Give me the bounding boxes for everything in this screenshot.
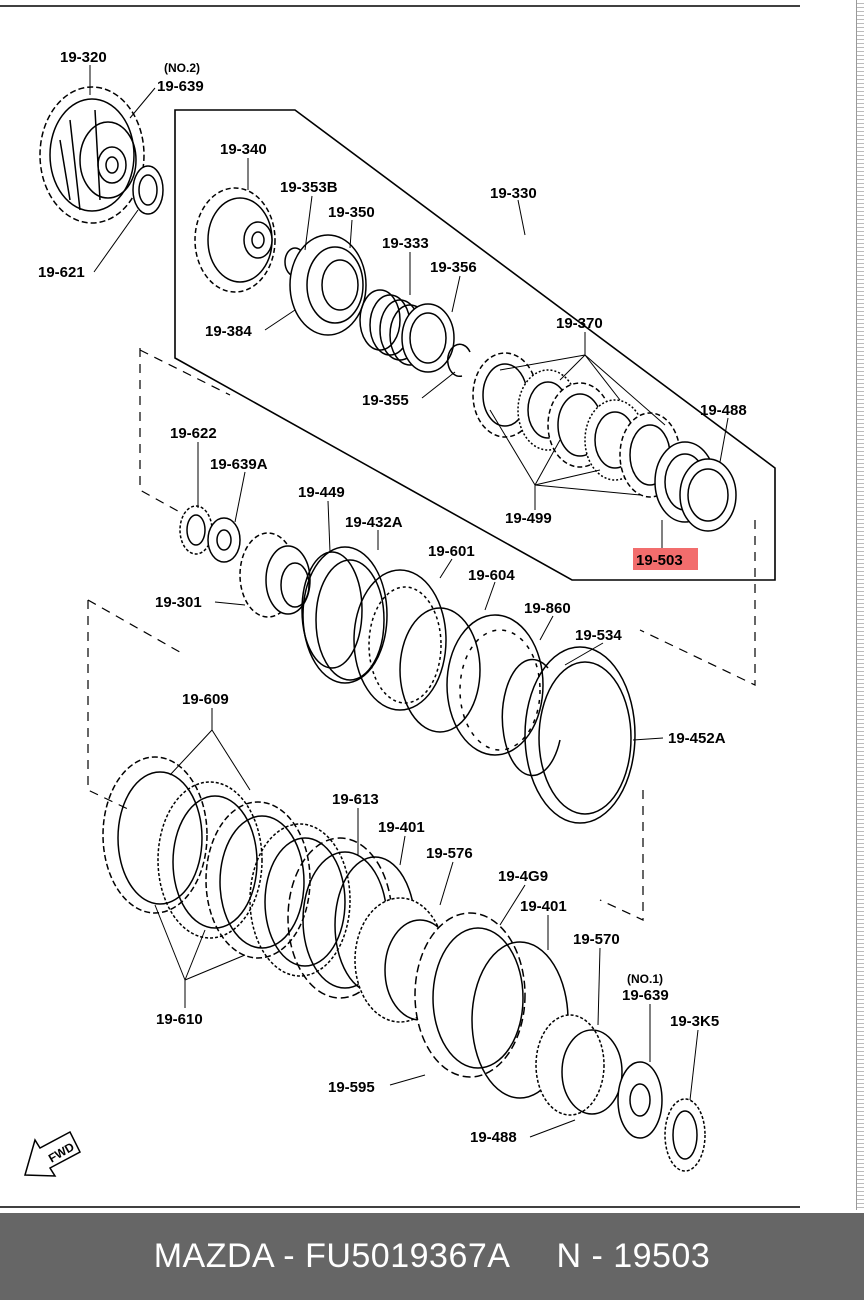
label-19-449: 19-449: [298, 484, 345, 501]
part-19-432a: [302, 546, 388, 684]
part-19-639-no1: [617, 1061, 663, 1139]
dashed-guide-right: [639, 520, 756, 686]
part-19-370-19-499-pack: [472, 352, 681, 498]
label-19-639-bottom: 19-639: [622, 987, 669, 1004]
label-19-503: 19-503: [636, 552, 683, 569]
label-19-610: 19-610: [156, 1011, 203, 1028]
label-19-860: 19-860: [524, 600, 571, 617]
part-19-350: [289, 234, 367, 336]
dashed-guide-left-lower: [87, 600, 131, 811]
scan-edge: [856, 0, 864, 1210]
part-19-4g9: [414, 912, 526, 1078]
part-19-356: [401, 303, 455, 373]
part-19-601: [353, 569, 447, 711]
dashed-guide-left-upper: [139, 348, 186, 516]
part-19-452a: [524, 646, 636, 824]
part-19-604: [399, 607, 481, 733]
label-19-356: 19-356: [430, 259, 477, 276]
label-19-576: 19-576: [426, 845, 473, 862]
leader-lines: [89, 65, 729, 1138]
label-19-340: 19-340: [220, 141, 267, 158]
dashed-guide-top-lower: [87, 599, 186, 656]
part-19-639-no2: [132, 165, 164, 215]
part-19-639a: [207, 517, 241, 563]
label-19-320: 19-320: [60, 49, 107, 66]
dashed-guide-top: [139, 349, 231, 396]
label-19-333: 19-333: [382, 235, 429, 252]
footer-part-number: MAZDA - FU5019367A: [153, 1237, 511, 1275]
label-19-601: 19-601: [428, 543, 475, 560]
label-19-432a: 19-432A: [345, 514, 403, 531]
label-19-370: 19-370: [556, 315, 603, 332]
part-19-355: [447, 343, 471, 378]
part-19-449: [301, 551, 363, 669]
part-19-340: [194, 187, 276, 293]
label-19-621: 19-621: [38, 264, 85, 281]
fwd-arrow: FWD: [24, 1130, 81, 1177]
part-19-860: [446, 614, 544, 756]
label-19-301: 19-301: [155, 594, 202, 611]
label-no1: (NO.1): [627, 972, 663, 986]
footer-caption: MAZDA - FU5019367A N - 19503: [0, 1213, 864, 1300]
highlight-19-503: [633, 548, 698, 570]
label-19-401-b: 19-401: [520, 898, 567, 915]
label-19-3k5: 19-3K5: [670, 1013, 719, 1030]
label-19-488-bottom: 19-488: [470, 1129, 517, 1146]
dashed-guide-right-lower: [599, 790, 644, 921]
label-19-639a: 19-639A: [210, 456, 268, 473]
part-19-622: [179, 505, 213, 555]
part-19-534: [501, 658, 561, 777]
label-19-4g9: 19-4G9: [498, 868, 548, 885]
footer-reference: N - 19503: [556, 1237, 711, 1275]
label-19-350: 19-350: [328, 204, 375, 221]
label-19-595: 19-595: [328, 1079, 375, 1096]
part-19-570: [535, 1014, 623, 1116]
label-19-639-top: 19-639: [157, 78, 204, 95]
part-19-320: [39, 86, 145, 224]
part-19-488-top: [679, 458, 737, 532]
exploded-parts-diagram: FWD: [0, 5, 800, 1208]
label-19-622: 19-622: [170, 425, 217, 442]
part-19-3k5: [664, 1098, 706, 1172]
label-19-570: 19-570: [573, 931, 620, 948]
label-19-452a: 19-452A: [668, 730, 726, 747]
label-19-353b: 19-353B: [280, 179, 338, 196]
label-19-488-top: 19-488: [700, 402, 747, 419]
label-19-330: 19-330: [490, 185, 537, 202]
label-19-384: 19-384: [205, 323, 252, 340]
label-19-609: 19-609: [182, 691, 229, 708]
label-19-604: 19-604: [468, 567, 515, 584]
label-19-401-a: 19-401: [378, 819, 425, 836]
part-19-301: [239, 532, 311, 618]
label-19-534: 19-534: [575, 627, 622, 644]
label-no2: (NO.2): [164, 61, 200, 75]
label-19-613: 19-613: [332, 791, 379, 808]
label-19-355: 19-355: [362, 392, 409, 409]
part-19-609-19-610-plates: [102, 756, 351, 977]
assembly-box-19-330: [174, 109, 776, 581]
label-19-499: 19-499: [505, 510, 552, 527]
